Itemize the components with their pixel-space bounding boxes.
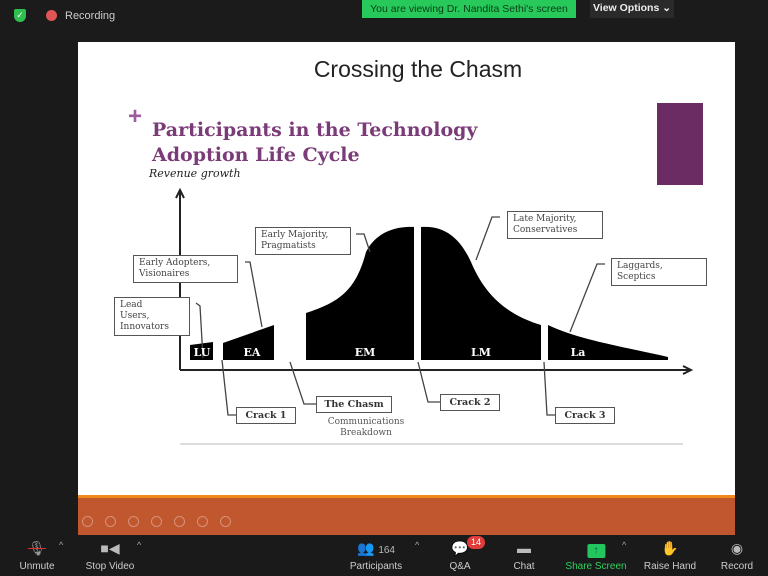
callout-text: Sceptics: [617, 272, 656, 282]
callout-text: Early Adopters,: [139, 258, 211, 268]
participants-label: Participants: [349, 561, 403, 572]
subtitle-icon[interactable]: [197, 516, 208, 527]
next-icon[interactable]: [105, 516, 116, 527]
record-dot-icon: [46, 10, 57, 21]
raise-hand-icon: ✋: [661, 540, 679, 556]
plus-icon: +: [128, 103, 143, 130]
record-label: Record: [720, 561, 754, 572]
share-screen-button[interactable]: ↑ Share Screen: [565, 539, 627, 572]
unmute-label: Unmute: [19, 561, 55, 572]
record-icon: ◉: [730, 540, 744, 556]
comm-line-1: Communications: [327, 417, 405, 427]
y-axis-arrow: [175, 187, 185, 199]
callout-laggards: Laggards,Sceptics: [611, 258, 707, 286]
callout-text: Visionaires: [139, 269, 190, 279]
share-screen-icon: ↑: [565, 539, 626, 558]
qa-icon: 💬: [451, 540, 469, 556]
view-options-button[interactable]: View Options ⌄: [590, 0, 674, 18]
shield-icon[interactable]: ✓: [14, 9, 26, 22]
segment-lm: [421, 226, 541, 360]
participants-caret[interactable]: ^: [415, 540, 420, 550]
pen-icon[interactable]: [128, 516, 139, 527]
qa-label: Q&A: [449, 561, 471, 572]
callout-early-adopters: Early Adopters,Visionaires: [133, 255, 238, 283]
participant-count: 164: [378, 545, 395, 556]
more-icon[interactable]: [220, 516, 231, 527]
segment-lu: [190, 342, 213, 360]
decorative-block: [657, 103, 703, 185]
segment-em: [306, 226, 414, 360]
video-camera-icon: ■◀: [100, 540, 120, 556]
participants-icon: 👥 164: [356, 540, 395, 556]
callout-late-majority: Late Majority,Conservatives: [507, 211, 603, 239]
callout-text: Users,: [120, 311, 150, 321]
comm-line-2: Breakdown: [340, 428, 392, 438]
slide-title: Crossing the Chasm: [313, 56, 523, 82]
viewing-banner: You are viewing Dr. Nandita Sethi's scre…: [362, 0, 576, 18]
muted-mic-icon: 🎙: [28, 540, 46, 556]
crack-3-box: Crack 3: [555, 407, 615, 424]
slide-heading: Participants in the Technology Adoption …: [152, 118, 477, 168]
callout-text: Late Majority,: [513, 214, 577, 224]
zoom-icon[interactable]: [174, 516, 185, 527]
slide-footer-band: [78, 495, 735, 535]
label-em: EM: [354, 346, 376, 359]
stop-video-button[interactable]: ■◀ Stop Video: [86, 539, 135, 572]
x-axis-arrow: [682, 365, 694, 375]
callout-text: Laggards,: [617, 261, 663, 271]
unmute-button[interactable]: 🎙 Unmute: [19, 539, 54, 572]
heading-line-2: Adoption Life Cycle: [152, 144, 360, 166]
chasm-box: The Chasm: [316, 396, 392, 413]
label-la: La: [570, 346, 586, 359]
record-button[interactable]: ◉ Record: [721, 539, 753, 572]
recording-label: Recording: [65, 9, 116, 22]
stop-video-label: Stop Video: [85, 561, 135, 572]
meeting-toolbar: [0, 535, 768, 576]
leader-lines: [195, 216, 605, 416]
slideshow-controls: [82, 516, 231, 527]
callout-text: Conservatives: [513, 225, 578, 235]
callout-text: Early Majority,: [261, 230, 329, 240]
raise-hand-label: Raise Hand: [643, 561, 697, 572]
heading-line-1: Participants in the Technology: [152, 119, 478, 141]
callout-text: Pragmatists: [261, 241, 316, 251]
label-lm: LM: [471, 346, 491, 359]
chat-button[interactable]: ▬ Chat: [513, 539, 534, 572]
crack-1-box: Crack 1: [236, 407, 296, 424]
callout-early-majority: Early Majority,Pragmatists: [255, 227, 351, 255]
prev-icon[interactable]: [82, 516, 93, 527]
video-options-caret[interactable]: ^: [137, 540, 142, 550]
label-ea: EA: [243, 346, 261, 359]
chat-label: Chat: [513, 561, 535, 572]
slides-icon[interactable]: [151, 516, 162, 527]
share-options-caret[interactable]: ^: [622, 540, 627, 550]
recording-indicator[interactable]: ✓ Recording: [14, 9, 115, 22]
chat-icon: ▬: [517, 540, 531, 556]
share-screen-label: Share Screen: [565, 561, 627, 572]
qa-button[interactable]: 💬 Q&A: [449, 539, 470, 572]
y-axis-label: Revenue growth: [149, 167, 241, 180]
qa-badge: 14: [467, 536, 486, 549]
raise-hand-button[interactable]: ✋ Raise Hand: [644, 539, 696, 572]
label-lu: LU: [193, 346, 211, 359]
segment-ea: [223, 325, 274, 360]
audio-options-caret[interactable]: ^: [59, 540, 64, 550]
callout-text: Lead: [120, 300, 143, 310]
callout-text: Innovators: [120, 322, 169, 332]
segment-la: [548, 325, 668, 360]
crack-2-box: Crack 2: [440, 394, 500, 411]
